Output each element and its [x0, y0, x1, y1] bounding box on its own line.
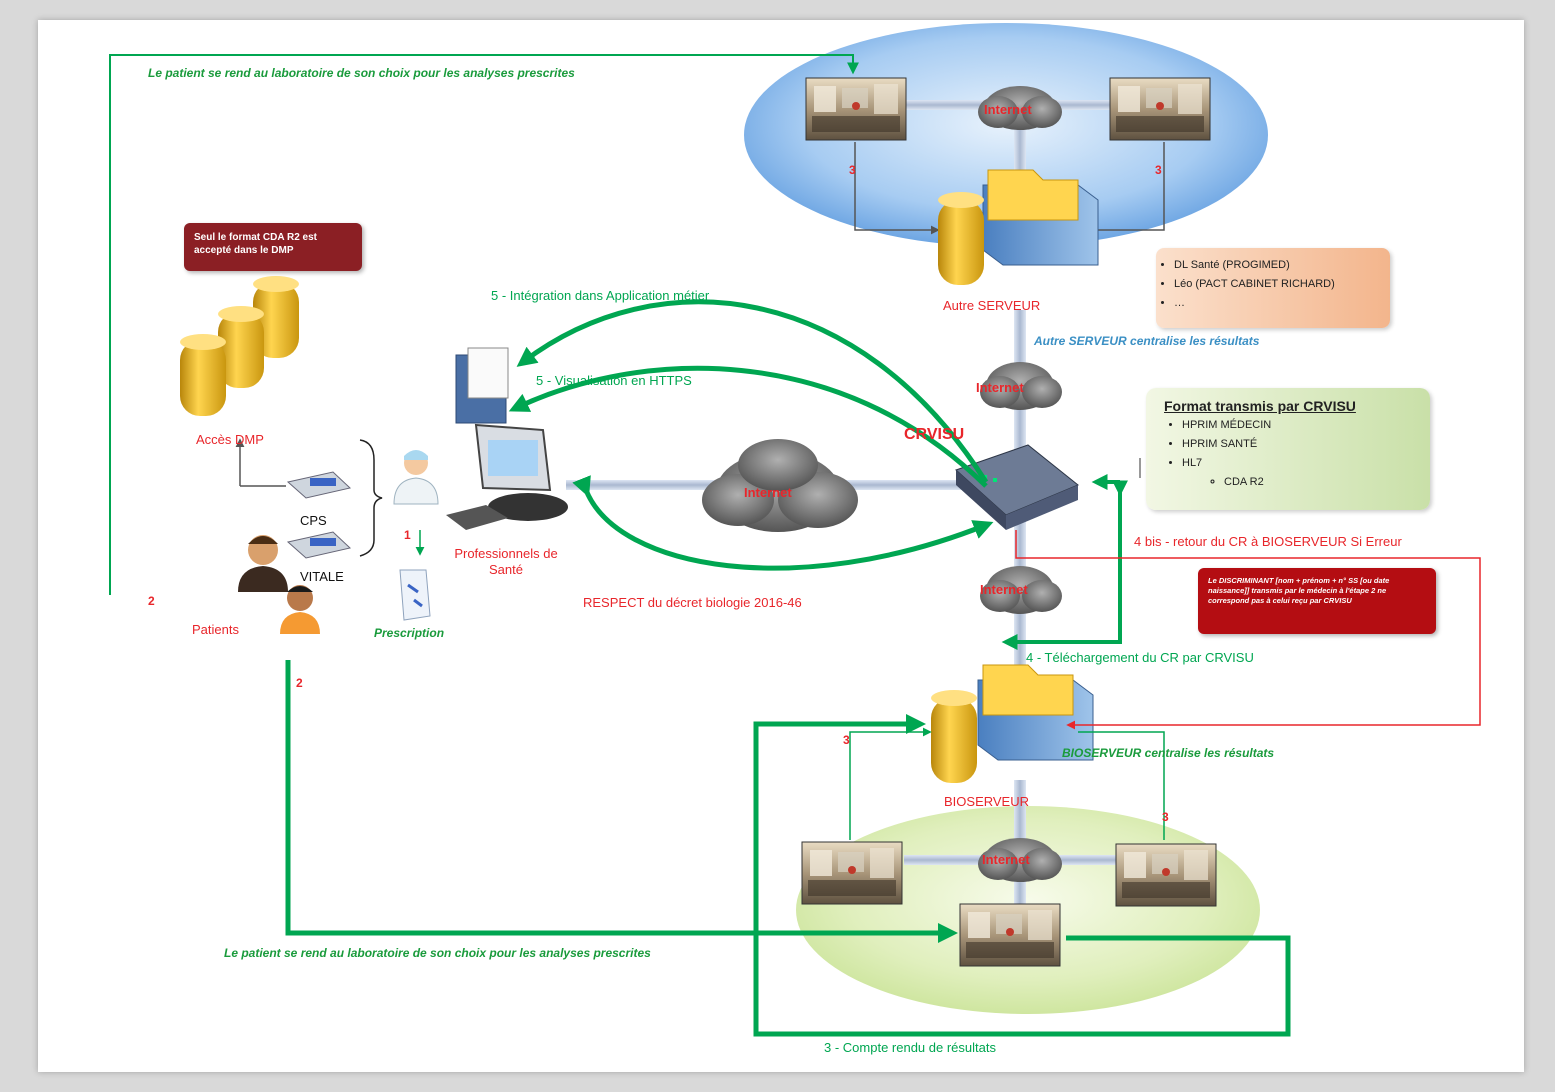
dmp-database-icon — [180, 276, 299, 416]
format-box: Format transmis par CRVISU HPRIM MÉDECIN… — [1146, 388, 1430, 510]
step-telechargement-label: 4 - Téléchargement du CR par CRVISU — [1026, 650, 1254, 665]
editors-box: DL Santé (PROGIMED) Léo (PACT CABINET RI… — [1156, 248, 1390, 328]
diagram-canvas — [109, 23, 1481, 1037]
internet-label-top: Internet — [984, 102, 1032, 117]
vitale-label: VITALE — [300, 569, 344, 584]
step-integration-label: 5 - Intégration dans Application métier — [491, 288, 710, 303]
autre-serveur-label: Autre SERVEUR — [943, 298, 1041, 313]
autre-serveur-note: Autre SERVEUR centralise les résultats — [1034, 334, 1260, 348]
lab-bottom-left — [801, 841, 903, 905]
professionnels-label: Professionnels de Santé — [454, 546, 558, 577]
lab-top-right — [1109, 77, 1211, 141]
step-number-1: 1 — [404, 528, 411, 542]
bioserveur-icon — [931, 664, 1094, 783]
step-compte-rendu-label: 3 - Compte rendu de résultats — [824, 1040, 996, 1055]
internet-cloud-upper-pipe — [980, 362, 1062, 410]
bottom-path-text: Le patient se rend au laboratoire de son… — [224, 946, 651, 960]
cda-note-text: Seul le format CDA R2 est accepté dans l… — [194, 232, 317, 256]
cps-card-reader-icon — [286, 471, 352, 499]
editor-item-2: Léo (PACT CABINET RICHARD) — [1174, 275, 1390, 294]
prescription-icon — [399, 569, 431, 621]
format-subitem: CDA R2 — [1224, 473, 1430, 492]
step-number-2-left: 2 — [148, 594, 155, 608]
vitale-card-reader-icon — [286, 531, 352, 559]
workstation-icon — [446, 347, 568, 530]
format-box-title: Format transmis par CRVISU — [1164, 398, 1356, 414]
respect-label: RESPECT du décret biologie 2016-46 — [583, 595, 802, 610]
acces-dmp-label: Accès DMP — [196, 432, 264, 447]
crvisu-label: CRVISU — [904, 426, 965, 443]
patient-woman-icon — [280, 585, 320, 634]
lab-bottom-center — [959, 903, 1061, 967]
editor-item-3: … — [1174, 294, 1390, 313]
internet-cloud-top — [978, 86, 1062, 130]
internet-label-lower: Internet — [980, 582, 1028, 597]
step-number-3-top-left: 3 — [849, 163, 856, 177]
format-item-2: HPRIM SANTÉ — [1182, 435, 1430, 454]
lab-bottom-right — [1115, 843, 1217, 907]
bioserveur-note: BIOSERVEUR centralise les résultats — [1062, 746, 1275, 760]
step-number-3-top-right: 3 — [1155, 163, 1162, 177]
lab-top-left — [805, 77, 907, 141]
cps-label: CPS — [300, 513, 327, 528]
top-path-text: Le patient se rend au laboratoire de son… — [148, 66, 575, 80]
patients-label: Patients — [192, 622, 239, 637]
step-visualisation-label: 5 - Visualisation en HTTPS — [536, 373, 692, 388]
internet-cloud-bottom — [978, 838, 1062, 882]
editor-item-1: DL Santé (PROGIMED) — [1174, 256, 1390, 275]
diagram-page: Le patient se rend au laboratoire de son… — [38, 20, 1524, 1072]
discriminant-note-text: Le DISCRIMINANT [nom + prénom + n° SS [o… — [1208, 576, 1390, 605]
prescription-label: Prescription — [374, 626, 445, 640]
bioserveur-label: BIOSERVEUR — [944, 794, 1030, 809]
internet-label-bottom: Internet — [982, 852, 1030, 867]
patient-man-icon — [238, 535, 288, 592]
crvisu-server-icon — [955, 444, 1079, 530]
doctor-icon — [393, 450, 439, 505]
internet-label-upper: Internet — [976, 380, 1024, 395]
format-item-1: HPRIM MÉDECIN — [1182, 416, 1430, 435]
autre-serveur-icon — [938, 169, 1099, 285]
discriminant-note-box: Le DISCRIMINANT [nom + prénom + n° SS [o… — [1198, 568, 1436, 634]
step-number-2-bottom: 2 — [296, 676, 303, 690]
format-item-3: HL7 — [1182, 454, 1430, 473]
step-retour-label: 4 bis - retour du CR à BIOSERVEUR Si Err… — [1134, 534, 1402, 549]
cda-note-box: Seul le format CDA R2 est accepté dans l… — [184, 223, 362, 271]
step-number-3-bottom-left: 3 — [843, 733, 850, 747]
step-number-3-bottom-right: 3 — [1162, 810, 1169, 824]
internet-label-middle: Internet — [744, 485, 792, 500]
